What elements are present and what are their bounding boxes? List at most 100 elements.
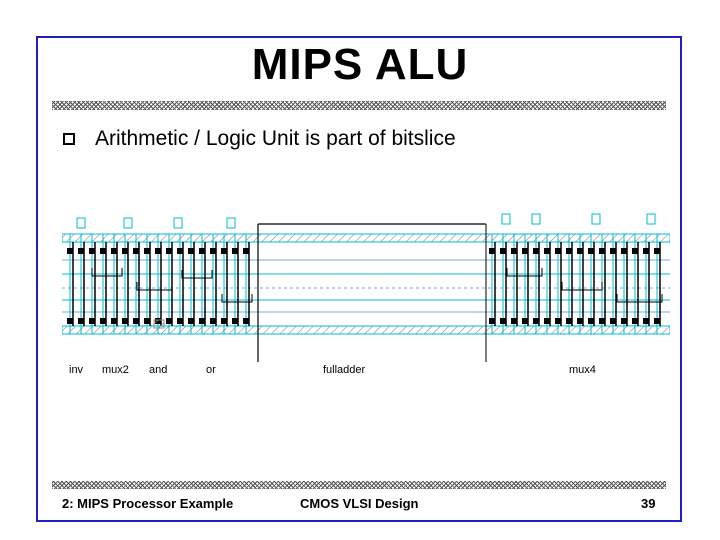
power-rail-top	[62, 233, 670, 243]
contact	[588, 318, 594, 324]
cell-label-mux4: mux4	[569, 364, 596, 376]
wire-jog	[91, 268, 123, 277]
cell-label-fulladder: fulladder	[323, 364, 366, 376]
contact	[67, 318, 73, 324]
contact	[100, 248, 106, 254]
contact	[100, 318, 106, 324]
contact	[188, 248, 194, 254]
contact	[111, 248, 117, 254]
diff-box	[501, 213, 511, 225]
wire-jog	[506, 268, 543, 277]
wire-jog	[136, 282, 173, 291]
contact	[144, 248, 150, 254]
contact	[544, 318, 550, 324]
contact	[632, 248, 638, 254]
contact	[566, 248, 572, 254]
page-number: 39	[641, 496, 656, 511]
layout-artwork	[62, 213, 670, 362]
contact	[78, 248, 84, 254]
contact	[133, 248, 139, 254]
contact	[199, 318, 205, 324]
contact	[522, 248, 528, 254]
contact	[610, 318, 616, 324]
diff-box	[646, 213, 656, 225]
contact	[177, 248, 183, 254]
diff-box	[76, 217, 86, 229]
contact	[155, 248, 161, 254]
cell-label-and: and	[149, 364, 168, 376]
contact	[566, 318, 572, 324]
contact	[232, 318, 238, 324]
contact	[67, 248, 73, 254]
wire-jog	[221, 294, 253, 303]
contact	[243, 318, 249, 324]
contact	[533, 318, 539, 324]
contact	[89, 318, 95, 324]
footer-course: 2: MIPS Processor Example	[62, 496, 234, 511]
contact	[500, 248, 506, 254]
contact	[610, 248, 616, 254]
contact	[643, 248, 649, 254]
contact	[555, 248, 561, 254]
contact	[621, 318, 627, 324]
contact	[544, 248, 550, 254]
diff-box	[123, 217, 133, 229]
title-divider	[52, 101, 666, 110]
cell-label-mux2: mux2	[102, 364, 129, 376]
contact	[89, 248, 95, 254]
contact	[489, 318, 495, 324]
wire-jog	[616, 294, 663, 303]
contact	[621, 248, 627, 254]
contact	[511, 248, 517, 254]
diff-box	[226, 217, 236, 229]
contact	[654, 318, 660, 324]
contact	[500, 318, 506, 324]
diff-box	[531, 213, 541, 225]
contact	[133, 318, 139, 324]
contact	[210, 318, 216, 324]
bullet-text: Arithmetic / Logic Unit is part of bitsl…	[95, 127, 456, 150]
wire-jog	[561, 282, 603, 291]
cell-label-or: or	[206, 364, 216, 376]
diff-box	[591, 213, 601, 225]
contact	[122, 318, 128, 324]
diff-box	[173, 217, 183, 229]
footer-divider	[52, 481, 666, 489]
contact	[188, 318, 194, 324]
power-rail-bottom	[62, 325, 670, 335]
contact	[511, 318, 517, 324]
via-block	[153, 319, 165, 329]
contact	[533, 248, 539, 254]
contact	[522, 318, 528, 324]
contact	[599, 248, 605, 254]
contact	[166, 318, 172, 324]
contact	[177, 318, 183, 324]
slide-frame	[36, 36, 682, 522]
contact	[489, 248, 495, 254]
contact	[555, 318, 561, 324]
contact	[122, 248, 128, 254]
footer-title: CMOS VLSI Design	[300, 496, 419, 511]
contact	[232, 248, 238, 254]
contact	[599, 318, 605, 324]
contact	[588, 248, 594, 254]
contact	[577, 318, 583, 324]
contact	[144, 318, 150, 324]
bullet-square-icon	[63, 133, 75, 145]
contact	[243, 248, 249, 254]
bullet-item: Arithmetic / Logic Unit is part of bitsl…	[63, 127, 456, 151]
contact	[210, 248, 216, 254]
alu-layout-diagram	[62, 213, 670, 362]
contact	[111, 318, 117, 324]
contact	[199, 248, 205, 254]
wire-jog	[181, 270, 213, 279]
contact	[632, 318, 638, 324]
contact	[78, 318, 84, 324]
contact	[643, 318, 649, 324]
contact	[166, 248, 172, 254]
contact	[221, 318, 227, 324]
contact	[577, 248, 583, 254]
slide-title: MIPS ALU	[251, 40, 469, 89]
contact	[221, 248, 227, 254]
cell-label-inv: inv	[69, 364, 84, 376]
